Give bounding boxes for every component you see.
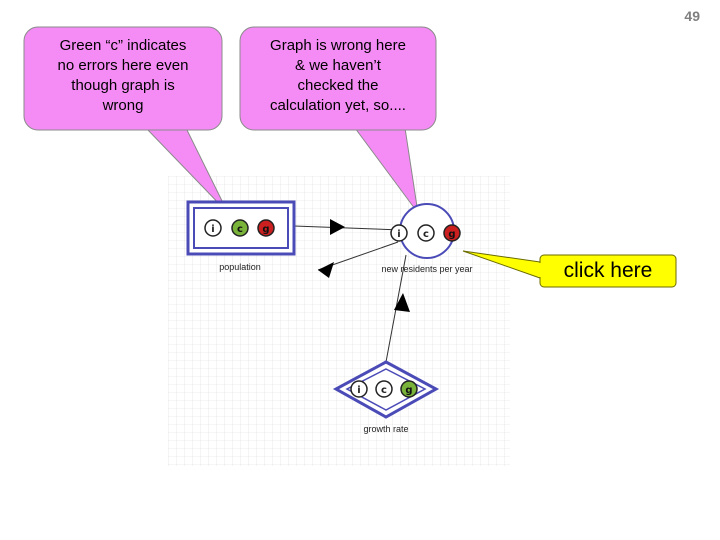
svg-text:i: i xyxy=(211,224,214,235)
callout-line: Graph is wrong here xyxy=(270,37,406,54)
arrowhead-to-new-residents xyxy=(330,219,345,235)
slide-number: 49 xyxy=(684,8,700,24)
callout-line: no errors here even xyxy=(57,57,189,74)
population-i-badge[interactable]: i xyxy=(204,219,222,237)
new-residents-label: new residents per year xyxy=(381,264,473,274)
svg-text:g: g xyxy=(405,385,412,396)
growth-rate-g-badge[interactable]: g xyxy=(400,380,418,398)
callout-green-c-text: Green “c” indicates no errors here even … xyxy=(24,36,222,116)
callout-line: wrong xyxy=(102,97,144,114)
growth-rate-c-badge[interactable]: c xyxy=(375,380,393,398)
new-residents-g-badge[interactable]: g xyxy=(443,224,461,242)
svg-text:c: c xyxy=(423,229,429,240)
arrowhead-to-new-residents-from-growth xyxy=(394,293,410,312)
svg-text:i: i xyxy=(397,229,400,240)
callout-line: calculation yet, so.... xyxy=(270,97,406,114)
callout-line: checked the xyxy=(297,77,379,94)
callout-graph-wrong-text: Graph is wrong here & we haven’t checked… xyxy=(240,36,436,116)
svg-text:c: c xyxy=(237,224,243,235)
svg-text:g: g xyxy=(262,224,269,235)
callout-line: though graph is xyxy=(71,77,175,94)
click-here-label[interactable]: click here xyxy=(563,259,653,282)
svg-text:c: c xyxy=(381,385,387,396)
callout-line: Green “c” indicates xyxy=(59,37,187,54)
growth-rate-i-badge[interactable]: i xyxy=(350,380,368,398)
link-population-to-new-residents xyxy=(293,225,403,231)
callout-line: & we haven’t xyxy=(295,57,381,74)
svg-text:i: i xyxy=(357,385,360,396)
new-residents-c-badge[interactable]: c xyxy=(417,224,435,242)
callout-graph-wrong xyxy=(239,26,437,131)
population-c-badge[interactable]: c xyxy=(231,219,249,237)
population-g-badge[interactable]: g xyxy=(257,219,275,237)
new-residents-i-badge[interactable]: i xyxy=(390,224,408,242)
growth-rate-label: growth rate xyxy=(363,424,409,434)
svg-text:g: g xyxy=(448,229,455,240)
arrowhead-to-population xyxy=(318,262,334,278)
callout-green-c xyxy=(23,26,223,131)
population-label: population xyxy=(219,262,261,272)
